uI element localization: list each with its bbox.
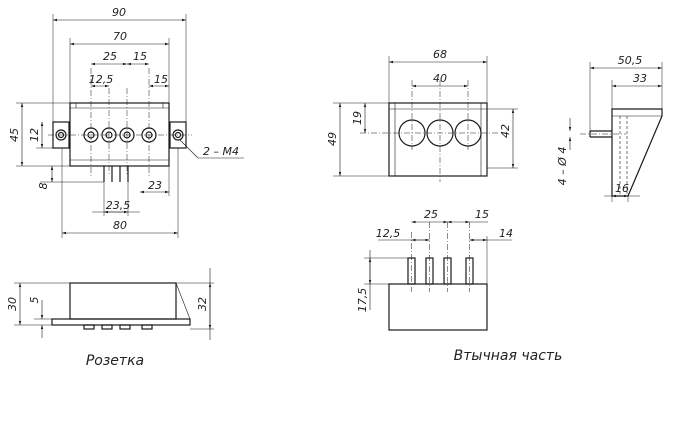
dim-33: 33 xyxy=(633,72,647,85)
dim-68: 68 xyxy=(433,48,447,61)
dim-80: 80 xyxy=(113,219,127,232)
dim-19: 19 xyxy=(351,111,364,125)
dim-plug-15: 15 xyxy=(475,208,489,221)
plug-front-body xyxy=(388,102,488,177)
dim-90: 90 xyxy=(112,6,126,19)
socket-side-flange xyxy=(51,318,191,326)
dim-5: 5 xyxy=(28,297,41,304)
socket-side-pins xyxy=(83,324,153,330)
dim-40: 40 xyxy=(433,72,447,85)
dim-thread-m4: 2 – M4 xyxy=(203,145,239,158)
caption-socket: Розетка xyxy=(86,353,144,369)
dim-plug-12-5: 12,5 xyxy=(376,227,401,240)
dim-15: 15 xyxy=(133,50,147,63)
socket-side-view: 30 5 32 Розетка xyxy=(6,268,214,369)
dim-16: 16 xyxy=(615,182,629,195)
dim-50-5: 50,5 xyxy=(618,54,643,67)
dim-right-15: 15 xyxy=(154,73,168,86)
dim-23-5: 23,5 xyxy=(106,199,131,212)
dim-pin-diameter: 4 – Ø 4 xyxy=(556,147,569,186)
dim-25: 25 xyxy=(103,50,117,63)
dim-plug-14: 14 xyxy=(499,227,513,240)
plug-bottom-body xyxy=(388,283,488,331)
dim-plug-17-5: 17,5 xyxy=(356,288,369,313)
dim-plug-25: 25 xyxy=(424,208,438,221)
dim-12-5: 12,5 xyxy=(89,73,114,86)
dim-30: 30 xyxy=(6,297,19,311)
plug-side-pin xyxy=(580,130,626,138)
socket-side-body xyxy=(69,282,177,320)
dim-23: 23 xyxy=(148,179,162,192)
plug-front-view: 68 40 49 19 42 xyxy=(326,48,518,182)
dim-42: 42 xyxy=(499,124,512,138)
caption-plug: Втычная часть xyxy=(454,348,563,364)
plug-bottom-view: 25 15 12,5 14 17,5 Втычная часть xyxy=(356,208,562,364)
dim-45: 45 xyxy=(8,128,21,142)
dim-70: 70 xyxy=(113,30,127,43)
dim-8: 8 xyxy=(37,183,50,190)
plug-side-body xyxy=(611,108,663,197)
dim-49: 49 xyxy=(326,132,339,146)
plug-side-view: 50,5 33 4 – Ø 4 16 xyxy=(556,54,663,202)
socket-pins xyxy=(103,166,129,182)
socket-top-view: 90 70 25 15 12,5 15 45 12 2 – M4 8 xyxy=(8,6,244,238)
dim-32: 32 xyxy=(196,297,209,311)
dim-12: 12 xyxy=(28,128,41,142)
plug-bottom-pins xyxy=(407,257,474,285)
